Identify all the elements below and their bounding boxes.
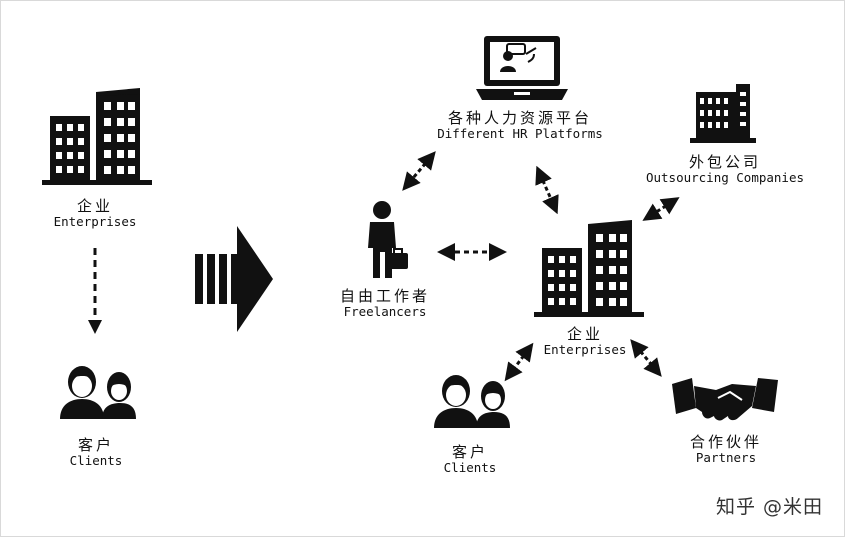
partners-label: 合作伙伴 Partners: [666, 433, 786, 466]
right-clients-en: Clients: [443, 460, 497, 476]
left-clients-label: 客户 Clients: [40, 436, 152, 469]
connector-enterprises-partners: [630, 339, 662, 377]
outsourcing-zh: 外包公司: [688, 153, 761, 171]
freelancers-label: 自由工作者 Freelancers: [330, 287, 440, 320]
connector-outsourcing-enterprises: [642, 197, 680, 221]
outsourcing-en: Outsourcing Companies: [645, 170, 805, 186]
freelancers-en: Freelancers: [343, 304, 427, 320]
center-enterprises-zh: 企业: [566, 325, 603, 343]
freelancers-zh: 自由工作者: [339, 287, 430, 305]
person-briefcase-icon: [368, 201, 408, 278]
outsourcing-label: 外包公司 Outsourcing Companies: [636, 153, 814, 186]
partners-en: Partners: [695, 450, 757, 466]
handshake-icon: [672, 378, 778, 421]
right-clients-label: 客户 Clients: [414, 443, 526, 476]
connector-hr-enterprises: [535, 165, 559, 215]
dotted-down-arrow: [88, 248, 102, 334]
left-enterprises-label: 企业 Enterprises: [40, 197, 150, 230]
connector-enterprises-clients: [504, 342, 534, 382]
hr-platforms-zh: 各种人力资源平台: [447, 109, 592, 127]
left-clients-zh: 客户: [77, 436, 114, 454]
laptop-video-call-icon: [476, 36, 568, 100]
right-clients-zh: 客户: [451, 443, 488, 461]
left-clients-en: Clients: [69, 453, 123, 469]
connector-hr-freelancers: [402, 151, 436, 191]
big-right-arrow: [195, 226, 273, 332]
watermark: 知乎 @米田: [715, 496, 823, 518]
hr-platforms-label: 各种人力资源平台 Different HR Platforms: [420, 109, 620, 142]
left-enterprises-en: Enterprises: [53, 214, 137, 230]
left-enterprises-zh: 企业: [76, 197, 113, 215]
center-enterprises-label: 企业 Enterprises: [530, 325, 640, 358]
center-enterprises-en: Enterprises: [543, 342, 627, 358]
partners-zh: 合作伙伴: [689, 433, 762, 451]
office-building-icon: [690, 84, 756, 143]
hr-platforms-en: Different HR Platforms: [437, 126, 603, 142]
